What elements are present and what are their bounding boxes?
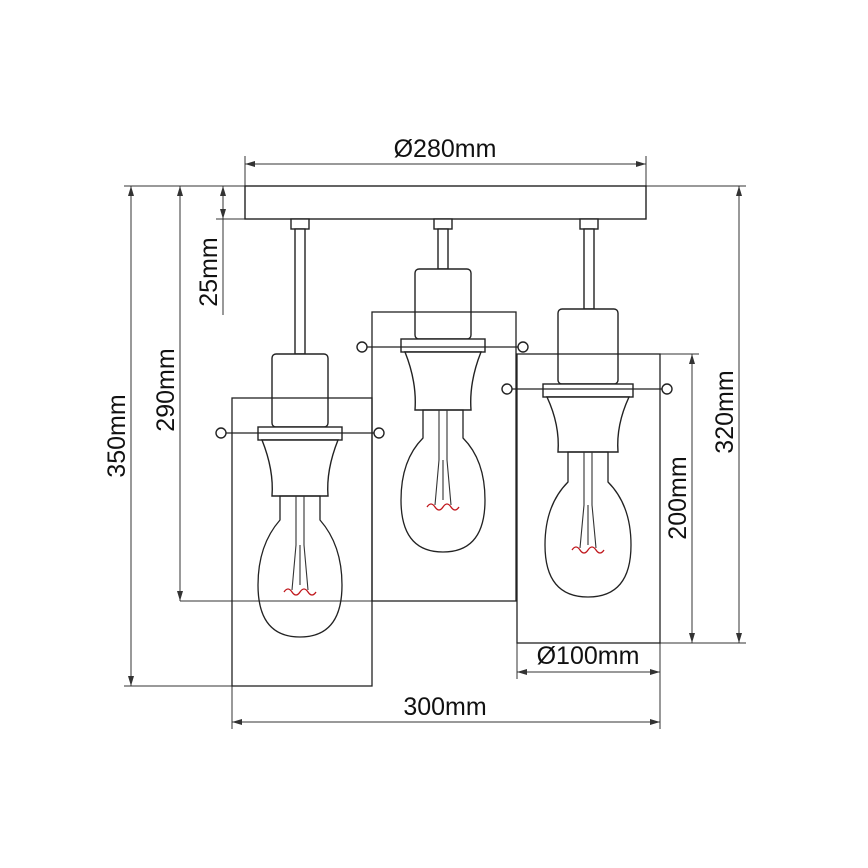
ceiling-canopy	[244, 185, 647, 220]
left-pendant	[215, 218, 385, 687]
dim-shade-height: 200mm	[664, 456, 692, 539]
dim-right-height: 320mm	[711, 370, 739, 453]
middle-bulb	[400, 409, 486, 553]
dim-shade-diameter: Ø100mm	[537, 642, 640, 670]
dim-total-width: 300mm	[403, 693, 486, 721]
right-glass-shade	[516, 353, 661, 644]
left-bulb	[257, 495, 343, 638]
right-pendant	[501, 218, 673, 644]
middle-pendant	[356, 218, 529, 602]
dim-left-height: 290mm	[152, 348, 180, 431]
dim-top-diameter: Ø280mm	[394, 135, 497, 163]
middle-glass-shade	[371, 311, 517, 602]
dim-canopy-height: 25mm	[195, 237, 223, 306]
dim-total-height: 350mm	[103, 394, 131, 477]
right-bulb	[544, 451, 632, 598]
dimension-lines	[124, 156, 746, 729]
